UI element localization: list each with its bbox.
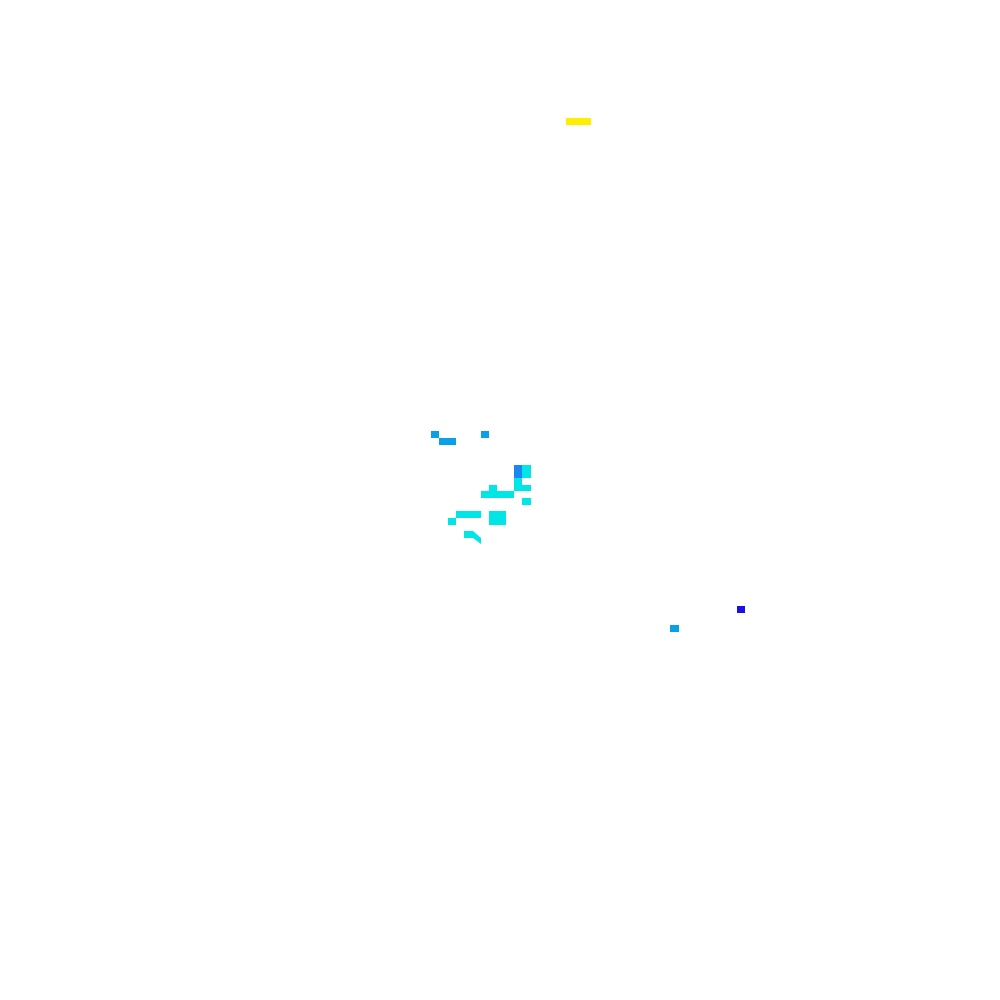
blue-speck	[439, 438, 456, 445]
cyan-pixel	[514, 478, 522, 485]
cyan-pixel	[481, 491, 514, 498]
cyan-pixel	[522, 498, 531, 505]
deep-blue-pixel	[737, 606, 745, 613]
yellow-top-cluster	[566, 118, 591, 125]
blue-speck	[431, 431, 439, 438]
azure-pixel	[514, 465, 522, 478]
cyan-pixel	[456, 511, 481, 518]
blue-speck	[670, 625, 679, 632]
blue-speck	[481, 431, 489, 438]
yellow-pixel-block	[566, 118, 591, 125]
cyan-pixel	[489, 511, 506, 525]
cyan-pixel	[489, 485, 497, 491]
cyan-pixel	[464, 531, 481, 544]
upper-blue-specks	[431, 431, 489, 445]
lower-right-specks	[670, 606, 745, 632]
cyan-pixel	[448, 518, 456, 525]
central-cyan-cluster	[448, 465, 531, 544]
cyan-pixel	[522, 465, 531, 478]
cyan-pixel	[514, 485, 531, 491]
